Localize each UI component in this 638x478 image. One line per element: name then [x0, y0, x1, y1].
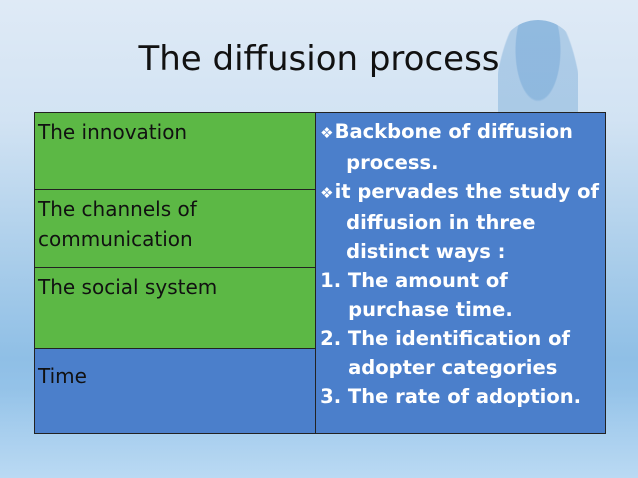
elements-column: The innovation The channels of communica…	[35, 113, 317, 433]
diamond-bullet-icon: ❖	[320, 124, 334, 142]
element-social-system: The social system	[35, 267, 317, 348]
bullet-text: it pervades the study of	[334, 180, 599, 203]
element-innovation: The innovation	[35, 113, 317, 189]
bullet-text: process.	[346, 151, 439, 174]
slide-title: The diffusion process	[138, 39, 500, 79]
numbered-item: 3. The rate of adoption.	[320, 382, 599, 411]
element-label: The channels of communication	[38, 197, 197, 251]
element-time: Time	[35, 348, 317, 433]
bullet-item: ❖it pervades the study of diffusion in t…	[320, 177, 599, 266]
number-marker: 3.	[320, 385, 342, 408]
numbered-item: 1. The amount of purchase time.	[320, 266, 599, 324]
element-label: The innovation	[38, 120, 188, 144]
time-detail-panel: ❖Backbone of diffusion process. ❖it perv…	[316, 113, 605, 433]
bullet-text: Backbone of diffusion	[334, 120, 573, 143]
element-channels: The channels of communication	[35, 189, 317, 267]
numbered-text: The identification of	[347, 327, 570, 350]
number-marker: 1.	[320, 269, 342, 292]
numbered-text: The rate of adoption.	[347, 385, 582, 408]
number-marker: 2.	[320, 327, 342, 350]
numbered-text: adopter categories	[348, 356, 558, 379]
diffusion-table: The innovation The channels of communica…	[34, 112, 606, 434]
bullet-text: diffusion in three	[346, 211, 536, 234]
bullet-item: ❖Backbone of diffusion process.	[320, 117, 599, 177]
numbered-item: 2. The identification of adopter categor…	[320, 324, 599, 382]
bullet-text: distinct ways :	[346, 240, 506, 263]
numbered-text: purchase time.	[348, 298, 513, 321]
element-label: Time	[38, 364, 87, 388]
element-label: The social system	[38, 275, 218, 299]
diamond-bullet-icon: ❖	[320, 184, 334, 202]
numbered-text: The amount of	[347, 269, 508, 292]
